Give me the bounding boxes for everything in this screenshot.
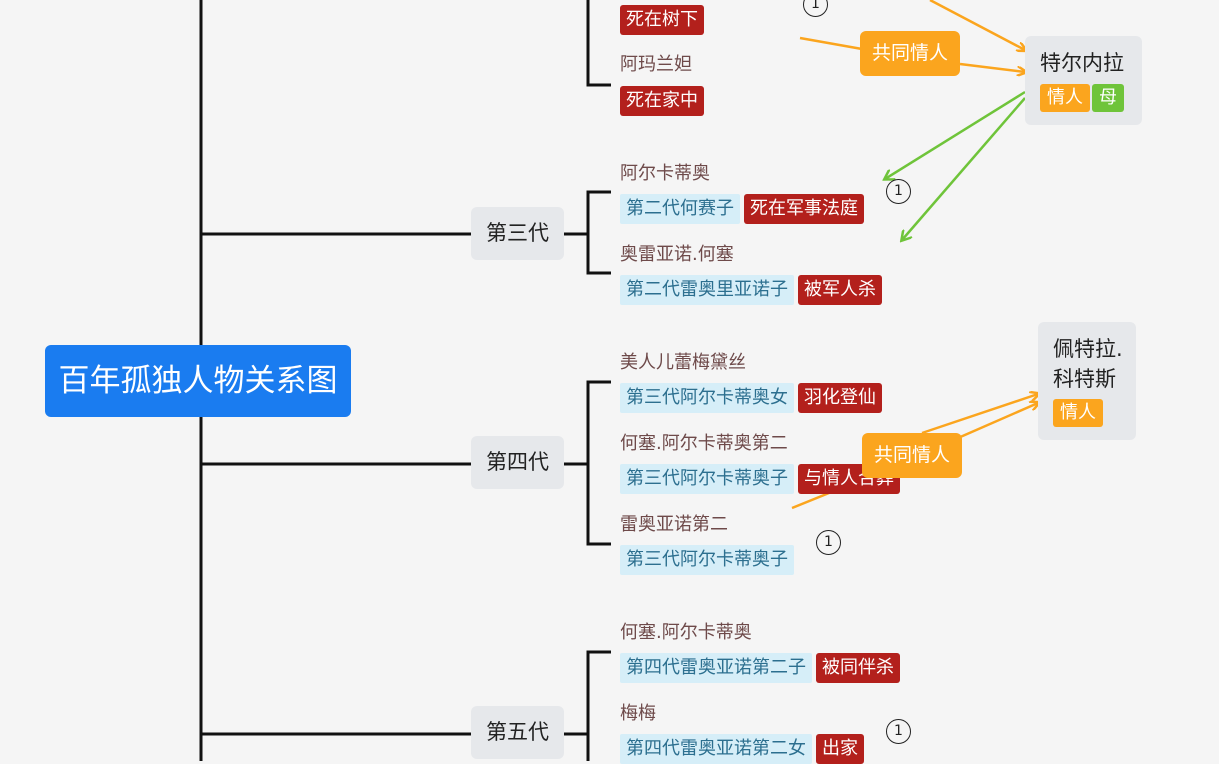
fate-tag: 死在树下 [620,5,704,35]
parent-tag: 第二代何赛子 [620,194,740,224]
child-name[interactable]: 梅梅 [620,703,656,724]
fate-tag: 与情人合葬 [798,464,900,494]
arrow-lover2-b [957,403,1038,440]
fate-tag: 羽化登仙 [798,383,882,413]
fate-tag: 被军人杀 [798,275,882,305]
arrow-mother-2 [902,97,1026,240]
parent-tag: 第三代阿尔卡蒂奥女 [620,383,794,413]
child-name[interactable]: 阿尔卡蒂奥 [620,163,710,184]
lover-tag: 情人 [1053,399,1103,427]
person-name-line1: 佩特拉. [1053,337,1123,361]
parent-tag: 第三代阿尔卡蒂奥子 [620,464,794,494]
parent-tag: 第四代雷奥亚诺第二女 [620,734,812,764]
count-badge[interactable]: 1 [886,719,911,744]
child-name[interactable]: 何塞.阿尔卡蒂奥第二 [620,433,788,454]
arrow-lover1-in [799,36,863,51]
child-name[interactable]: 阿玛兰妲 [620,54,692,75]
child-name[interactable]: 何塞.阿尔卡蒂奥 [620,622,752,643]
mother-tag: 母 [1092,84,1124,112]
fate-tag: 死在军事法庭 [744,194,864,224]
parent-tag: 第四代雷奥亚诺第二子 [620,653,812,683]
person-name: 特尔内拉 [1040,51,1124,75]
bracket-gen4 [586,380,611,546]
bracket-gen3 [586,190,611,275]
fate-tag: 出家 [816,734,864,764]
bracket-gen5 [586,650,611,761]
arrow-ternera-top [929,0,1025,50]
gen5-node[interactable]: 第五代 [471,706,564,759]
arrow-lover2-a [921,394,1038,435]
bracket-top [586,0,611,87]
count-badge[interactable]: 1 [886,179,911,204]
person-name-line2: 科特斯 [1053,367,1116,391]
child-name[interactable]: 雷奥亚诺第二 [620,514,728,535]
root-title[interactable]: 百年孤独人物关系图 [45,345,351,417]
relation-shared-lover[interactable]: 共同情人 [862,433,963,478]
fate-tag: 被同伴杀 [816,653,900,683]
relation-shared-lover[interactable]: 共同情人 [860,31,961,76]
child-name[interactable]: 奥雷亚诺.何塞 [620,244,734,265]
gen3-node[interactable]: 第三代 [471,207,564,260]
child-name[interactable]: 美人儿蕾梅黛丝 [620,352,746,373]
gen4-node[interactable]: 第四代 [471,436,564,489]
parent-tag: 第二代雷奥里亚诺子 [620,275,794,305]
arrow-mother-1 [885,90,1026,179]
parent-tag: 第三代阿尔卡蒂奥子 [620,545,794,575]
count-badge[interactable]: 1 [816,530,841,555]
lover-tag: 情人 [1040,84,1090,112]
fate-tag: 死在家中 [620,86,704,116]
arrow-lover1-out [959,62,1025,72]
